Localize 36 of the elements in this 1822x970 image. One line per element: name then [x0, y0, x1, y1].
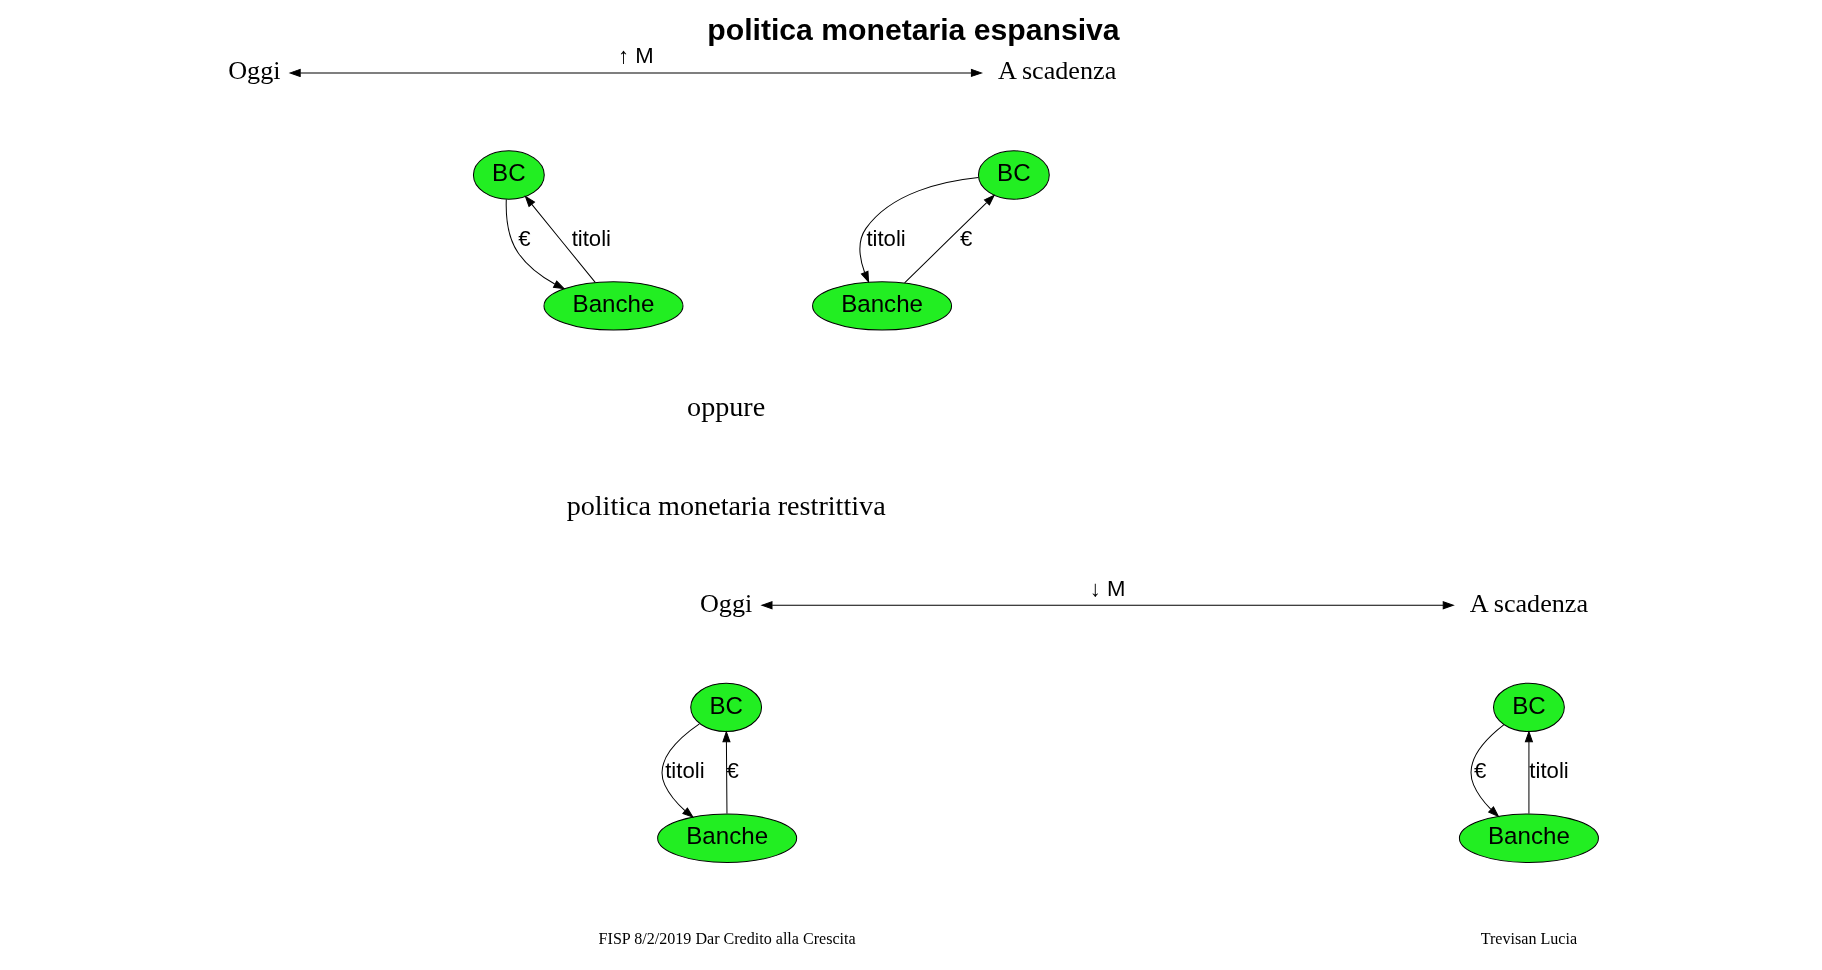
arrow	[1524, 729, 1533, 814]
arrow	[903, 193, 995, 283]
node-text: A scadenza	[1469, 588, 1588, 618]
arrow	[759, 600, 1455, 609]
edge-label: €	[517, 225, 531, 251]
label: oppure	[686, 390, 765, 422]
edge-label: titoli	[865, 225, 906, 251]
node-ellipse: Banche	[1458, 813, 1599, 863]
arrow	[721, 729, 731, 814]
node-ellipse: Banche	[656, 813, 797, 863]
edge-label: ↑ M	[617, 42, 654, 68]
node-text: Oggi	[227, 55, 280, 85]
arrow	[505, 198, 565, 289]
node-text: Oggi	[699, 588, 752, 618]
arrow	[661, 722, 700, 818]
node-ellipse: Banche	[811, 280, 952, 331]
edge-label: €	[726, 757, 739, 783]
node-ellipse: BC	[977, 149, 1050, 200]
arrow	[523, 194, 596, 283]
edge-label: €	[959, 225, 972, 251]
arrow	[288, 68, 983, 77]
node-ellipse: BC	[472, 149, 545, 200]
node-ellipse: BC	[1492, 682, 1565, 732]
label: politica monetaria restrittiva	[566, 489, 886, 521]
diagram-title: politica monetaria espansiva	[706, 12, 1120, 46]
node-text: A scadenza	[997, 55, 1116, 85]
arrow	[1470, 723, 1504, 817]
node-ellipse: BC	[689, 682, 762, 732]
label: Trevisan Lucia	[1480, 929, 1577, 947]
label: FISP 8/2/2019 Dar Credito alla Crescita	[598, 929, 856, 947]
edge-label: ↓ M	[1089, 575, 1125, 601]
edge-label: titoli	[571, 225, 611, 251]
edge-label: titoli	[664, 757, 705, 783]
edge-label: €	[1473, 757, 1486, 783]
arrow	[858, 176, 979, 283]
edge-label: titoli	[1528, 757, 1569, 783]
